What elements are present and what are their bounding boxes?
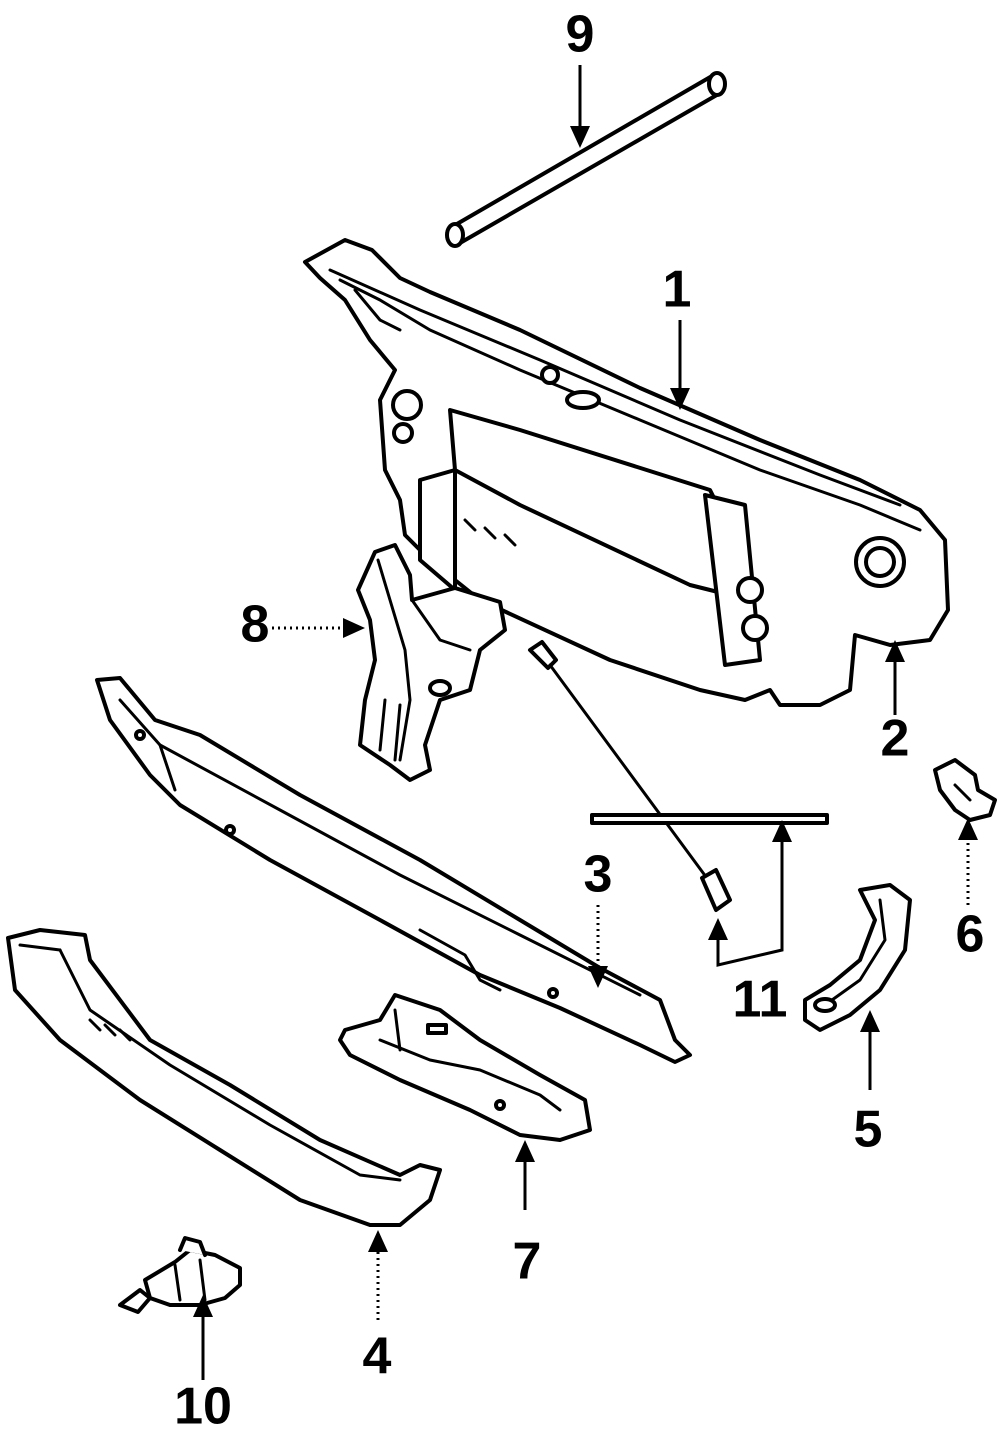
callout-4: 4 — [363, 1328, 392, 1386]
callout-5: 5 — [854, 1101, 883, 1159]
callout-3: 3 — [584, 846, 613, 904]
callout-6: 6 — [956, 906, 985, 964]
part-9-rod — [445, 71, 727, 248]
part-4-bumper — [6, 928, 442, 1227]
callout-1: 1 — [663, 261, 692, 319]
part-1-radiator-support — [303, 238, 950, 707]
callout-7: 7 — [513, 1233, 542, 1291]
part-6-clip — [933, 758, 997, 822]
callout-2: 2 — [881, 710, 910, 768]
part-5-bracket — [803, 883, 912, 1032]
leader-lines — [193, 65, 978, 1380]
callout-10: 10 — [174, 1378, 232, 1436]
part-8-bracket — [356, 543, 507, 782]
callout-8: 8 — [241, 596, 270, 654]
part-10-push-pin — [118, 1236, 242, 1314]
part-7-plate — [338, 993, 592, 1142]
callout-11: 11 — [733, 971, 788, 1029]
part-11-hood-prop — [528, 640, 829, 912]
callout-9: 9 — [566, 6, 595, 64]
part-3-cross-member — [95, 676, 692, 1064]
